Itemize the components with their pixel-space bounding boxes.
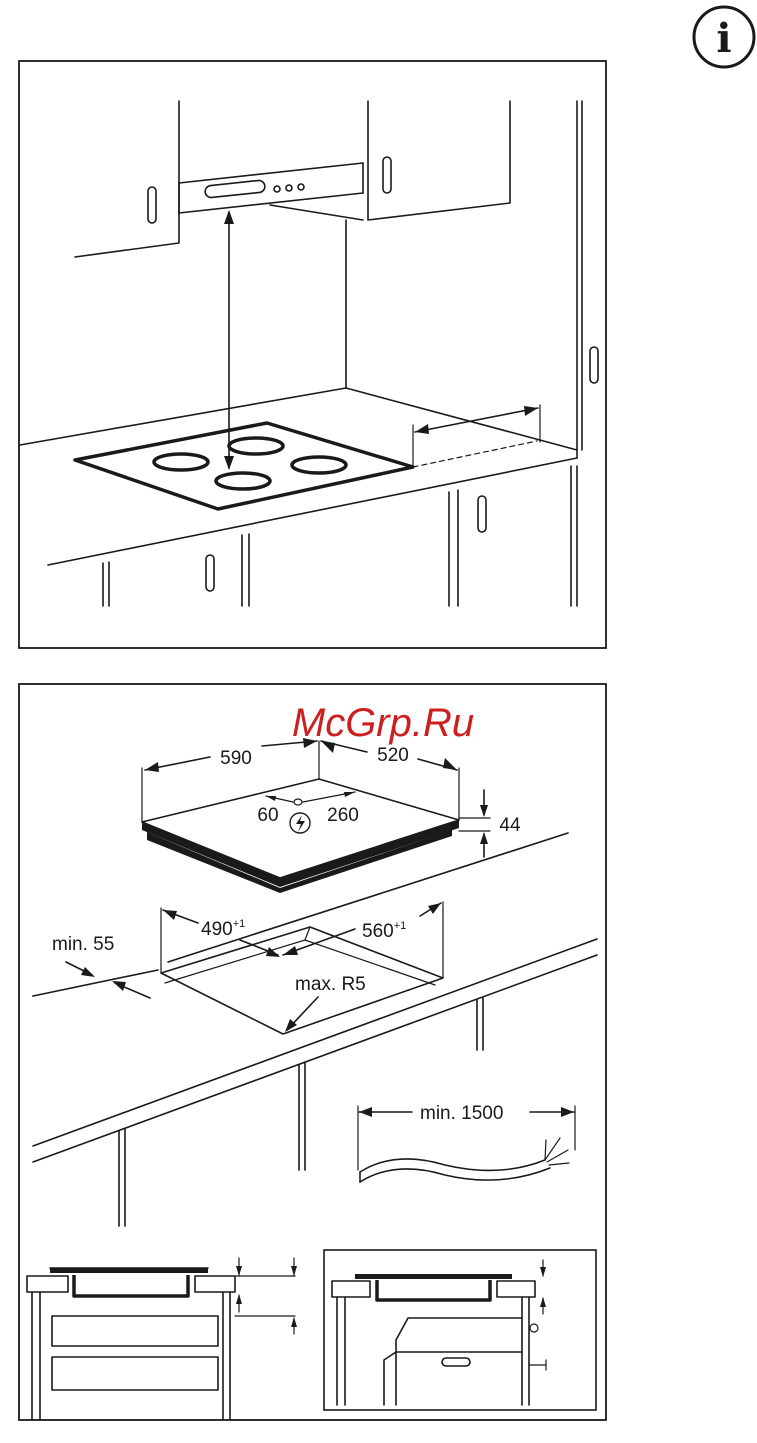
drawer: [52, 1316, 218, 1346]
range-hood: [179, 163, 363, 220]
connection-point-icon: [294, 799, 302, 805]
hob-height-dimension: 44: [480, 790, 521, 857]
tall-cabinet-handle-icon: [590, 347, 598, 383]
cooking-zone-icon: [154, 454, 208, 470]
cutout-width-label: 490+1: [201, 918, 245, 940]
worktop-cutout-drawing: [33, 833, 597, 1162]
cooking-zone-icon: [216, 473, 270, 489]
upper-cabinet-right: [368, 101, 510, 220]
panel-frame-top: [19, 61, 606, 648]
hood-button-icon: [298, 184, 304, 190]
hob-depth-label: 520: [377, 745, 409, 766]
oven-knob-icon: [530, 1324, 538, 1332]
connection-point-dimension: 60 260: [257, 792, 358, 833]
cooking-zone-icon: [229, 438, 283, 454]
hob-height-label: 44: [499, 815, 521, 836]
cabinet-handle-icon: [478, 496, 486, 532]
cutout-depth-label: 560+1: [362, 920, 406, 942]
cooking-zone-icon: [292, 457, 346, 473]
connection-offset-y-label: 260: [327, 805, 359, 826]
lower-cabinets: [103, 466, 577, 606]
hob-depth-dimension: 520: [321, 741, 457, 770]
min-cable-length-label: min. 1500: [420, 1103, 503, 1124]
max-radius-label: max. R5: [295, 974, 366, 995]
hob-width-dimension: 590: [145, 738, 317, 772]
info-icon: i: [694, 7, 754, 67]
hood-button-icon: [286, 185, 292, 191]
connection-offset-x-label: 60: [257, 805, 278, 826]
dimensions-panel: McGrp.Ru 590 520: [19, 684, 606, 1420]
watermark-text: McGrp.Ru: [292, 701, 474, 745]
cutout-width-dimension: 490+1: [163, 910, 280, 957]
kitchen-installation-panel: [19, 61, 606, 648]
worktop: [20, 388, 577, 565]
drawer: [52, 1357, 218, 1390]
max-radius-dimension: max. R5: [285, 974, 366, 1032]
min-front-distance-label: min. 55: [52, 934, 114, 955]
side-distance-arrow: [413, 405, 540, 467]
oven-handle-icon: [442, 1358, 470, 1366]
cabinet-handle-icon: [383, 157, 391, 193]
hob-width-label: 590: [220, 748, 252, 769]
hood-light-icon: [205, 180, 266, 198]
section-over-drawers: [27, 1258, 297, 1420]
panel-frame-bottom: [19, 684, 606, 1420]
cable-length-dimension: min. 1500: [358, 1103, 575, 1182]
hob-top-view: [75, 423, 413, 509]
info-icon-glyph: i: [716, 15, 731, 62]
electric-warning-icon: [290, 813, 310, 833]
upper-cabinet-left: [75, 101, 179, 257]
section-over-oven: [324, 1250, 596, 1410]
hood-button-icon: [274, 186, 280, 192]
cabinet-handle-icon: [148, 187, 156, 223]
cabinet-handle-icon: [206, 555, 214, 591]
